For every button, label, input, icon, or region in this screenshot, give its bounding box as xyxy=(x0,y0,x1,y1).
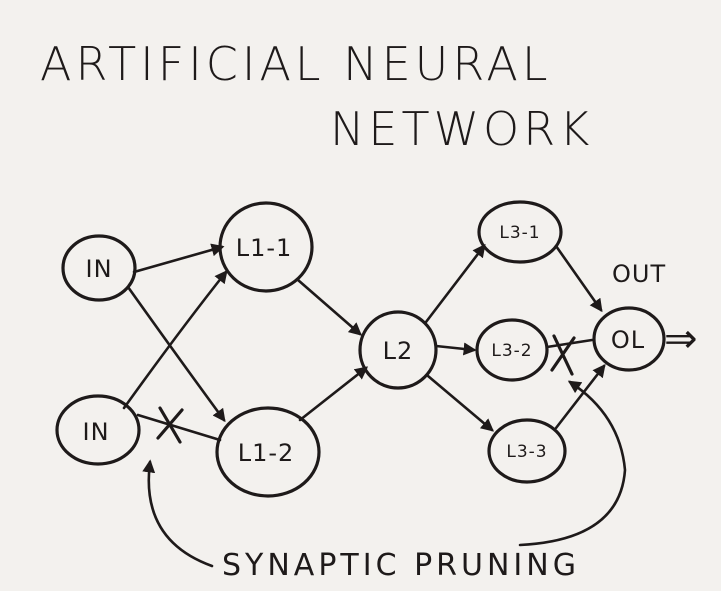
node-in-1-circle xyxy=(61,234,137,302)
node-l3-1-circle xyxy=(477,200,563,264)
prune-mark-left xyxy=(156,406,184,444)
node-l2: L2 xyxy=(358,310,438,390)
edge-in1-l12 xyxy=(126,285,226,423)
node-l1-2-label: L1-2 xyxy=(238,439,295,467)
node-l3-1: L3-1 xyxy=(477,200,563,264)
node-l1-1: L1-1 xyxy=(218,201,314,293)
title-line-1: ARTIFICIAL NEURAL xyxy=(40,37,552,91)
node-l1-2-circle xyxy=(215,406,321,498)
edge-l31-ol xyxy=(554,244,603,313)
node-ol: OL xyxy=(592,306,666,372)
node-l3-2: L3-2 xyxy=(475,318,549,382)
node-l3-2-label: L3-2 xyxy=(491,341,532,361)
node-l3-1-label: L3-1 xyxy=(499,223,540,243)
node-l3-3: L3-3 xyxy=(487,418,567,484)
connections xyxy=(122,243,606,442)
edge-l2-l33 xyxy=(426,374,494,432)
node-l3-3-circle xyxy=(487,418,567,484)
pruning-arrow-right xyxy=(518,380,627,547)
node-in-2: IN xyxy=(55,394,141,466)
edge-l11-l2 xyxy=(296,278,362,336)
edge-l2-l32 xyxy=(434,342,477,356)
edge-in1-l11 xyxy=(132,243,225,274)
edge-in2-l12-pruned xyxy=(136,413,222,442)
node-l1-1-label: L1-1 xyxy=(236,234,293,262)
node-ol-label: OL xyxy=(611,326,645,354)
node-l2-circle xyxy=(358,310,438,390)
node-l1-2: L1-2 xyxy=(215,406,321,498)
out-label: OUT xyxy=(612,260,666,288)
output-arrow: ⇒ xyxy=(664,316,699,362)
node-ol-circle xyxy=(592,306,666,372)
node-in-2-label: IN xyxy=(82,418,109,446)
node-in-1-label: IN xyxy=(85,255,112,283)
node-l3-2-circle xyxy=(475,318,549,382)
edge-l12-l2 xyxy=(298,366,369,422)
node-l2-label: L2 xyxy=(383,337,414,365)
edge-in2-l11 xyxy=(122,269,228,410)
prune-mark-right xyxy=(550,334,576,376)
pruning-arrow-left xyxy=(142,459,214,568)
edge-l33-ol xyxy=(554,363,606,430)
node-in-1: IN xyxy=(61,234,137,302)
node-l3-3-label: L3-3 xyxy=(506,442,547,462)
title-line-2: NETWORK xyxy=(330,102,593,156)
caption-synaptic-pruning: SYNAPTIC PRUNING xyxy=(222,548,580,583)
edge-l2-l31 xyxy=(424,243,486,324)
node-in-2-circle xyxy=(55,394,141,466)
